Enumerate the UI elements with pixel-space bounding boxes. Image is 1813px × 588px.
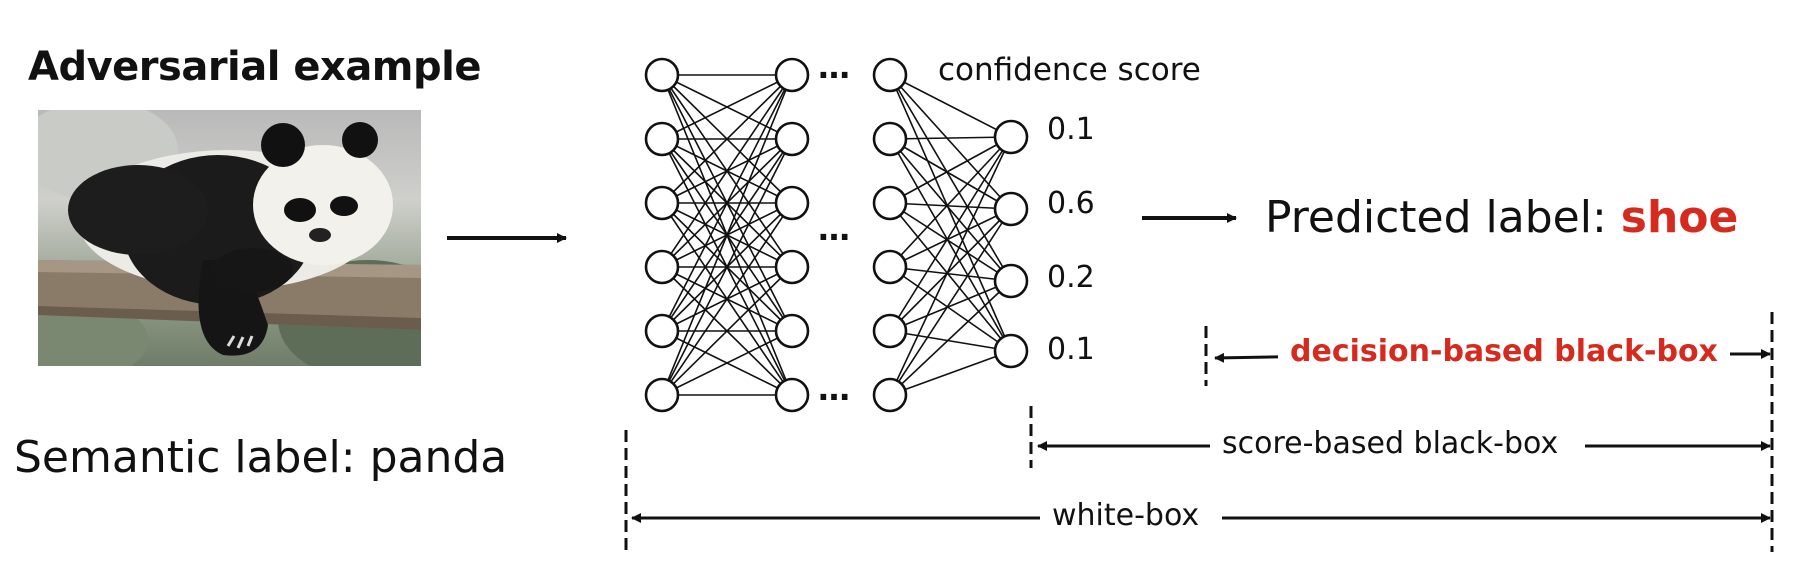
input-node [644,313,680,349]
hidden-node [774,313,810,349]
network-edge [889,138,1012,352]
network-edge [889,280,1012,332]
hidden-node [872,313,908,349]
network-edge [889,208,1012,268]
ellipsis-middle: … [818,210,852,248]
hidden-node [774,57,810,93]
diagram-title: Adversarial example [28,44,481,90]
score-value: 0.1 [1047,112,1095,147]
network-edge [889,136,1012,268]
input-node [644,249,680,285]
network-edge [889,74,1012,352]
network-edge [661,330,793,396]
decision-based-label: decision-based black-box [1278,334,1730,369]
network-edge [889,138,1012,210]
predicted-label-value: shoe [1620,192,1739,243]
hidden-node [774,185,810,221]
network-edge [661,74,793,332]
network-edge [889,74,1012,210]
output-node [993,119,1029,155]
network-edge [889,202,1012,352]
white-box-label: white-box [1040,498,1212,533]
network-edge [661,74,793,140]
ellipsis-top: … [818,48,852,86]
hidden-node [774,249,810,285]
score-value: 0.2 [1047,260,1095,295]
confidence-score-title: confidence score [938,52,1201,88]
output-node [993,263,1029,299]
score-value: 0.1 [1047,332,1095,367]
ellipsis-bottom: … [818,370,852,408]
panda-image [38,110,421,366]
input-node [644,377,680,413]
network-edge [661,74,793,268]
panda-illustration [38,110,421,366]
input-node [644,57,680,93]
network-edge [889,136,1012,396]
network-edge [889,330,1012,352]
network-edge [889,74,1012,138]
output-node [993,333,1029,369]
range-arrows [631,349,1771,523]
hidden-node [774,121,810,157]
network-edge [661,74,793,204]
score-value: 0.6 [1047,186,1095,221]
network-edge [889,136,1012,204]
input-node [644,121,680,157]
network-edge [889,136,1012,140]
network-nodes [644,57,1029,413]
network-edge [889,280,1012,396]
predicted-label-prefix: Predicted label: [1265,192,1621,243]
network-edge [661,138,793,396]
score-based-label: score-based black-box [1210,426,1571,461]
network-edges [661,74,1012,396]
network-edge [889,202,1012,282]
hidden-node [872,57,908,93]
network-edge [889,136,1012,332]
hidden-node [872,185,908,221]
network-edge [889,74,1012,282]
network-edge [889,208,1012,396]
network-edge [889,138,1012,282]
network-edge [889,266,1012,282]
hidden-node [872,121,908,157]
hidden-node [872,377,908,413]
network-edge [889,202,1012,210]
predicted-label: Predicted label: shoe [1265,192,1738,243]
network-edge [889,266,1012,352]
hidden-node [774,377,810,413]
input-node [644,185,680,221]
semantic-label: Semantic label: panda [14,432,508,483]
network-edge [661,74,793,396]
network-edge [889,350,1012,396]
output-node [993,191,1029,227]
network-edge [661,202,793,396]
hidden-node [872,249,908,285]
network-edge [889,208,1012,332]
network-edge [661,266,793,396]
range-markers [624,312,1774,552]
